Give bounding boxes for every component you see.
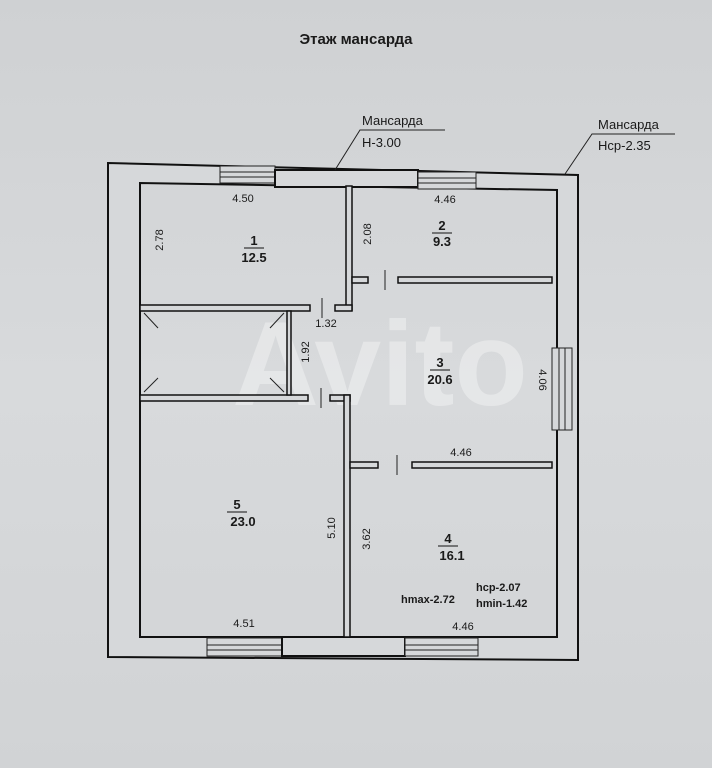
svg-text:3: 3 (436, 355, 443, 370)
window-bottom-right (404, 637, 479, 657)
svg-text:4.06: 4.06 (536, 369, 548, 390)
svg-text:4: 4 (444, 531, 452, 546)
svg-text:12.5: 12.5 (241, 250, 266, 265)
svg-text:4.51: 4.51 (233, 618, 254, 630)
svg-text:hmin-1.42: hmin-1.42 (476, 598, 527, 610)
svg-text:3.62: 3.62 (361, 528, 373, 549)
svg-text:4.46: 4.46 (450, 447, 471, 459)
svg-text:2.78: 2.78 (154, 229, 166, 250)
svg-text:H-3.00: H-3.00 (362, 135, 401, 150)
svg-text:Мансарда: Мансарда (362, 113, 424, 128)
svg-text:4.46: 4.46 (434, 194, 455, 206)
svg-text:9.3: 9.3 (433, 234, 451, 249)
svg-text:23.0: 23.0 (230, 514, 255, 529)
room-3-label: 320.6 (427, 355, 452, 387)
window-bottom-left (206, 637, 283, 657)
svg-text:1.92: 1.92 (300, 341, 312, 362)
dimensions: 4.50 2.78 4.46 2.08 1.32 1.92 4.06 4.46 … (154, 193, 548, 633)
wall-segment (281, 636, 406, 657)
window-right (551, 347, 573, 431)
door-marks (143, 270, 398, 475)
callout-attic-height: Мансарда H-3.00 (334, 113, 445, 171)
svg-text:hmax-2.72: hmax-2.72 (401, 594, 455, 606)
svg-text:1.32: 1.32 (315, 318, 336, 330)
room-4-heights: hmax-2.72 hср-2.07 hmin-1.42 (401, 582, 527, 610)
svg-text:2: 2 (438, 218, 445, 233)
wall-segment (274, 169, 419, 188)
svg-text:hср-2.07: hср-2.07 (476, 582, 521, 594)
svg-text:20.6: 20.6 (427, 372, 452, 387)
window-top-left (219, 165, 276, 184)
room-2-label: 29.3 (432, 218, 452, 249)
svg-text:16.1: 16.1 (439, 548, 464, 563)
svg-text:5: 5 (233, 497, 240, 512)
window-top-right (417, 171, 477, 190)
svg-text:1: 1 (250, 233, 257, 248)
watermark: Avito (232, 297, 528, 431)
svg-text:2.08: 2.08 (362, 223, 374, 244)
svg-text:Мансарда: Мансарда (598, 117, 660, 132)
room-4-label: 416.1 (438, 531, 465, 563)
room-1-label: 112.5 (241, 233, 266, 265)
callout-attic-avg-height: Мансарда Hср-2.35 (564, 117, 675, 175)
svg-text:5.10: 5.10 (326, 517, 338, 538)
room-5-label: 523.0 (227, 497, 256, 529)
plan-title: Этаж мансарда (300, 31, 414, 48)
svg-text:4.50: 4.50 (232, 193, 253, 205)
svg-text:Hср-2.35: Hср-2.35 (598, 138, 651, 153)
interior-walls (139, 185, 553, 638)
svg-text:4.46: 4.46 (452, 621, 473, 633)
